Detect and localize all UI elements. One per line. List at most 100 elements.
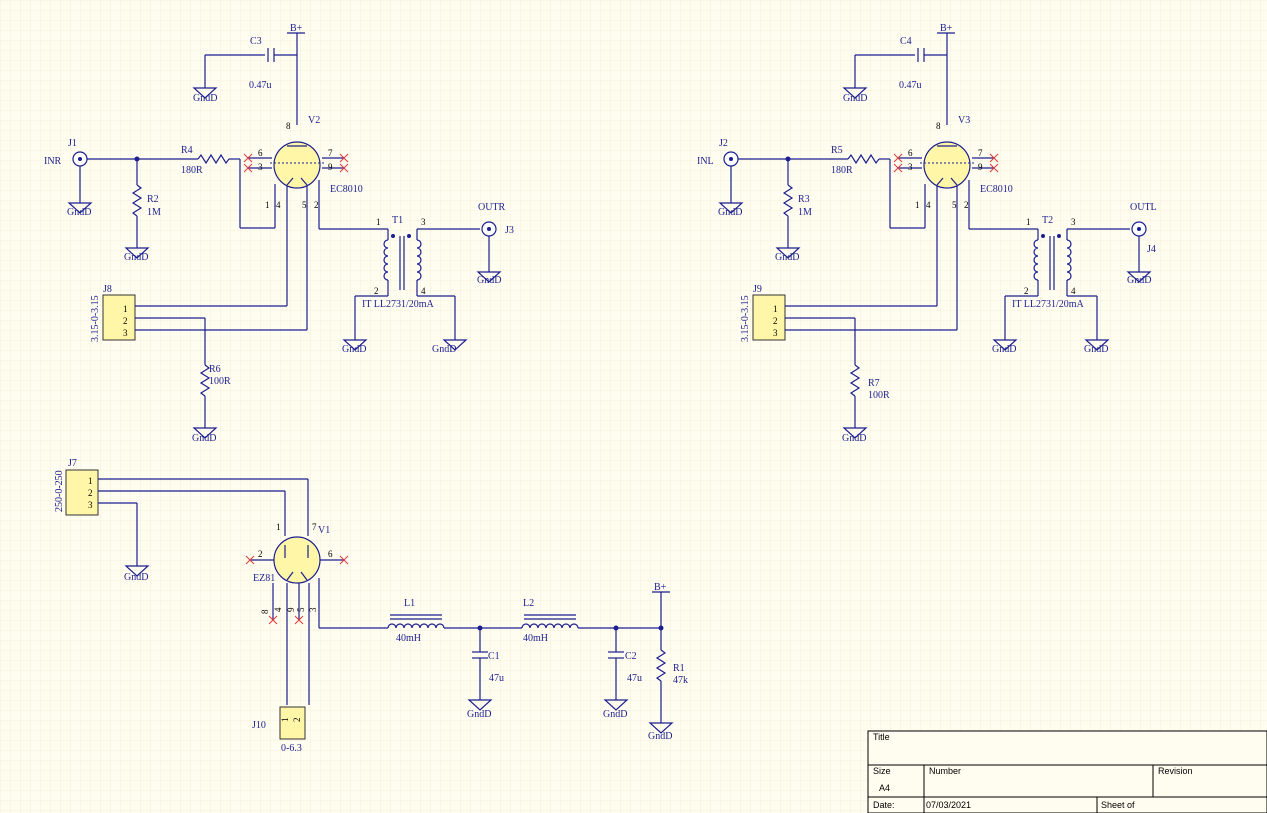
v1-label: V1 <box>318 525 330 536</box>
size-label: Size <box>873 766 891 776</box>
svg-text:8: 8 <box>260 609 270 614</box>
svg-text:1: 1 <box>123 304 128 314</box>
svg-text:6: 6 <box>258 148 263 158</box>
svg-text:2: 2 <box>88 488 93 498</box>
svg-text:1: 1 <box>1026 217 1031 227</box>
svg-text:3: 3 <box>421 217 426 227</box>
svg-text:8: 8 <box>286 121 291 131</box>
j9-label: J9 <box>753 284 762 295</box>
svg-text:GndD: GndD <box>477 275 501 286</box>
svg-text:5: 5 <box>296 607 306 612</box>
connector-j8 <box>102 294 136 341</box>
svg-text:GndD: GndD <box>432 344 456 355</box>
j10-label: J10 <box>252 720 266 731</box>
svg-text:GndD: GndD <box>124 252 148 263</box>
svg-text:9: 9 <box>978 162 983 172</box>
c3-label: C3 <box>250 36 262 47</box>
connector-j10 <box>279 706 306 740</box>
svg-text:4: 4 <box>273 607 283 612</box>
svg-text:6: 6 <box>328 549 333 559</box>
j7-value: 250-0-250 <box>54 470 65 512</box>
svg-text:GndD: GndD <box>843 93 867 104</box>
svg-text:1: 1 <box>265 200 270 210</box>
svg-text:GndD: GndD <box>648 731 672 742</box>
t2-value: IT LL2731/20mA <box>1012 299 1085 310</box>
svg-text:4: 4 <box>1071 286 1076 296</box>
j2-label: J2 <box>719 138 728 149</box>
r7-label: R7 <box>868 378 880 389</box>
left-channel: B+ GndD C4 0.47u 8 V3 EC8010 6 3 7 9 J2 … <box>697 23 1157 444</box>
svg-text:3: 3 <box>908 162 913 172</box>
j8-value: 3.15-0-3.15 <box>90 295 101 342</box>
j1-label: J1 <box>68 138 77 149</box>
r2-label: R2 <box>147 194 159 205</box>
v2-type: EC8010 <box>330 184 363 195</box>
tube-v2 <box>273 141 321 189</box>
l2-value: 40mH <box>523 633 548 644</box>
transformer-t2: 1 3 2 4 <box>1004 217 1130 332</box>
r1-label: R1 <box>673 663 685 674</box>
j1-net: INR <box>44 156 62 167</box>
svg-text:1: 1 <box>276 522 281 532</box>
transformer-t1: 1 3 2 4 <box>354 217 480 332</box>
connector-j7 <box>65 469 99 516</box>
svg-text:2: 2 <box>374 286 379 296</box>
date-value: 07/03/2021 <box>926 800 971 810</box>
svg-text:GndD: GndD <box>992 344 1016 355</box>
sheet-label: Sheet of <box>1101 800 1135 810</box>
c1-value: 47u <box>489 673 504 684</box>
j3-label: J3 <box>505 225 514 236</box>
l2-label: L2 <box>523 598 534 609</box>
l1-label: L1 <box>404 598 415 609</box>
svg-text:7: 7 <box>312 522 317 532</box>
svg-text:2: 2 <box>1024 286 1029 296</box>
c1-label: C1 <box>488 651 500 662</box>
t2-label: T2 <box>1042 215 1053 226</box>
title-label: Title <box>873 732 890 742</box>
gnd-label: GndD <box>193 93 217 104</box>
c3-value: 0.47u <box>249 80 272 91</box>
j3-net: OUTR <box>478 202 506 213</box>
svg-text:7: 7 <box>978 148 983 158</box>
title-block: Title Size A4 Number Revision Date: 07/0… <box>867 730 1267 813</box>
r5-label: R5 <box>831 145 843 156</box>
r4-value: 180R <box>181 165 203 176</box>
svg-text:3: 3 <box>258 162 263 172</box>
j4-label: J4 <box>1147 244 1156 255</box>
r5-value: 180R <box>831 165 853 176</box>
svg-text:3: 3 <box>1071 217 1076 227</box>
inductor-l1 <box>387 614 445 629</box>
power-supply: 123 J7 250-0-250 GndD 1 7 V1 EZ81 2 6 8 … <box>54 458 688 754</box>
t1-value: IT LL2731/20mA <box>362 299 435 310</box>
j2-net: INL <box>697 156 714 167</box>
svg-text:1: 1 <box>88 476 93 486</box>
size-value: A4 <box>879 783 890 793</box>
r2-value: 1M <box>147 207 161 218</box>
j8-label: J8 <box>103 284 112 295</box>
svg-text:6: 6 <box>908 148 913 158</box>
bplus-label-psu: B+ <box>654 582 667 593</box>
r3-label: R3 <box>798 194 810 205</box>
svg-text:3: 3 <box>773 328 778 338</box>
svg-text:2: 2 <box>964 200 969 210</box>
connector-j9 <box>752 294 786 341</box>
c2-label: C2 <box>625 651 637 662</box>
svg-text:9: 9 <box>286 607 296 612</box>
c4-value: 0.47u <box>899 80 922 91</box>
svg-text:2: 2 <box>123 316 128 326</box>
svg-text:3: 3 <box>88 500 93 510</box>
j10-value: 0-6.3 <box>281 743 302 754</box>
r6-value: 100R <box>209 376 231 387</box>
svg-text:GndD: GndD <box>342 344 366 355</box>
svg-text:3: 3 <box>308 607 318 612</box>
svg-text:4: 4 <box>276 200 281 210</box>
svg-text:2: 2 <box>258 549 263 559</box>
l1-value: 40mH <box>396 633 421 644</box>
c4-label: C4 <box>900 36 912 47</box>
number-label: Number <box>929 766 961 776</box>
svg-text:GndD: GndD <box>192 433 216 444</box>
t1-label: T1 <box>392 215 403 226</box>
r6-label: R6 <box>209 364 221 375</box>
svg-text:5: 5 <box>952 200 957 210</box>
